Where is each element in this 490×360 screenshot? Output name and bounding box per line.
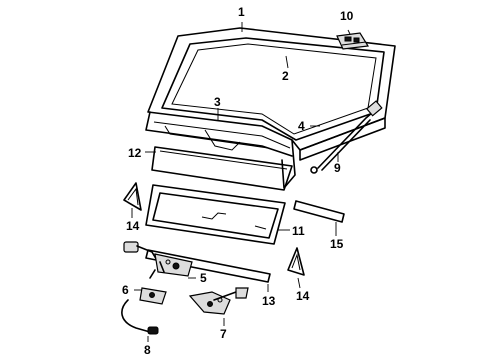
callout-2: 2 [282,69,289,83]
trim-panel [145,184,286,245]
latch-assembly [123,241,193,279]
callout-4: 4 [298,119,305,133]
leader-lines [131,22,351,342]
callout-14-upper: 14 [126,219,140,233]
corner-trim-lower [287,247,305,276]
callout-10: 10 [340,9,354,23]
callout-14-lower: 14 [296,289,310,303]
support-strut [310,100,383,174]
callout-8: 8 [144,343,151,357]
callout-3: 3 [214,95,221,109]
callout-6: 6 [122,283,129,297]
callout-5: 5 [200,271,207,285]
callout-1: 1 [238,5,245,19]
side-molding [293,200,345,223]
callout-7: 7 [220,327,227,341]
callout-12: 12 [128,146,142,160]
corner-trim-upper [123,182,142,211]
striker [188,287,249,315]
callout-13: 13 [262,294,276,308]
liftgate-frame [145,27,396,189]
frame-trim [153,121,291,151]
hinge-bracket [336,32,370,50]
callout-11: 11 [292,224,305,238]
upper-trim-strip [151,146,293,191]
callout-15: 15 [330,237,344,251]
callout-9: 9 [334,161,341,175]
lower-molding-strip [145,249,271,283]
back-glass [161,37,385,141]
lock-cylinder [121,287,167,335]
